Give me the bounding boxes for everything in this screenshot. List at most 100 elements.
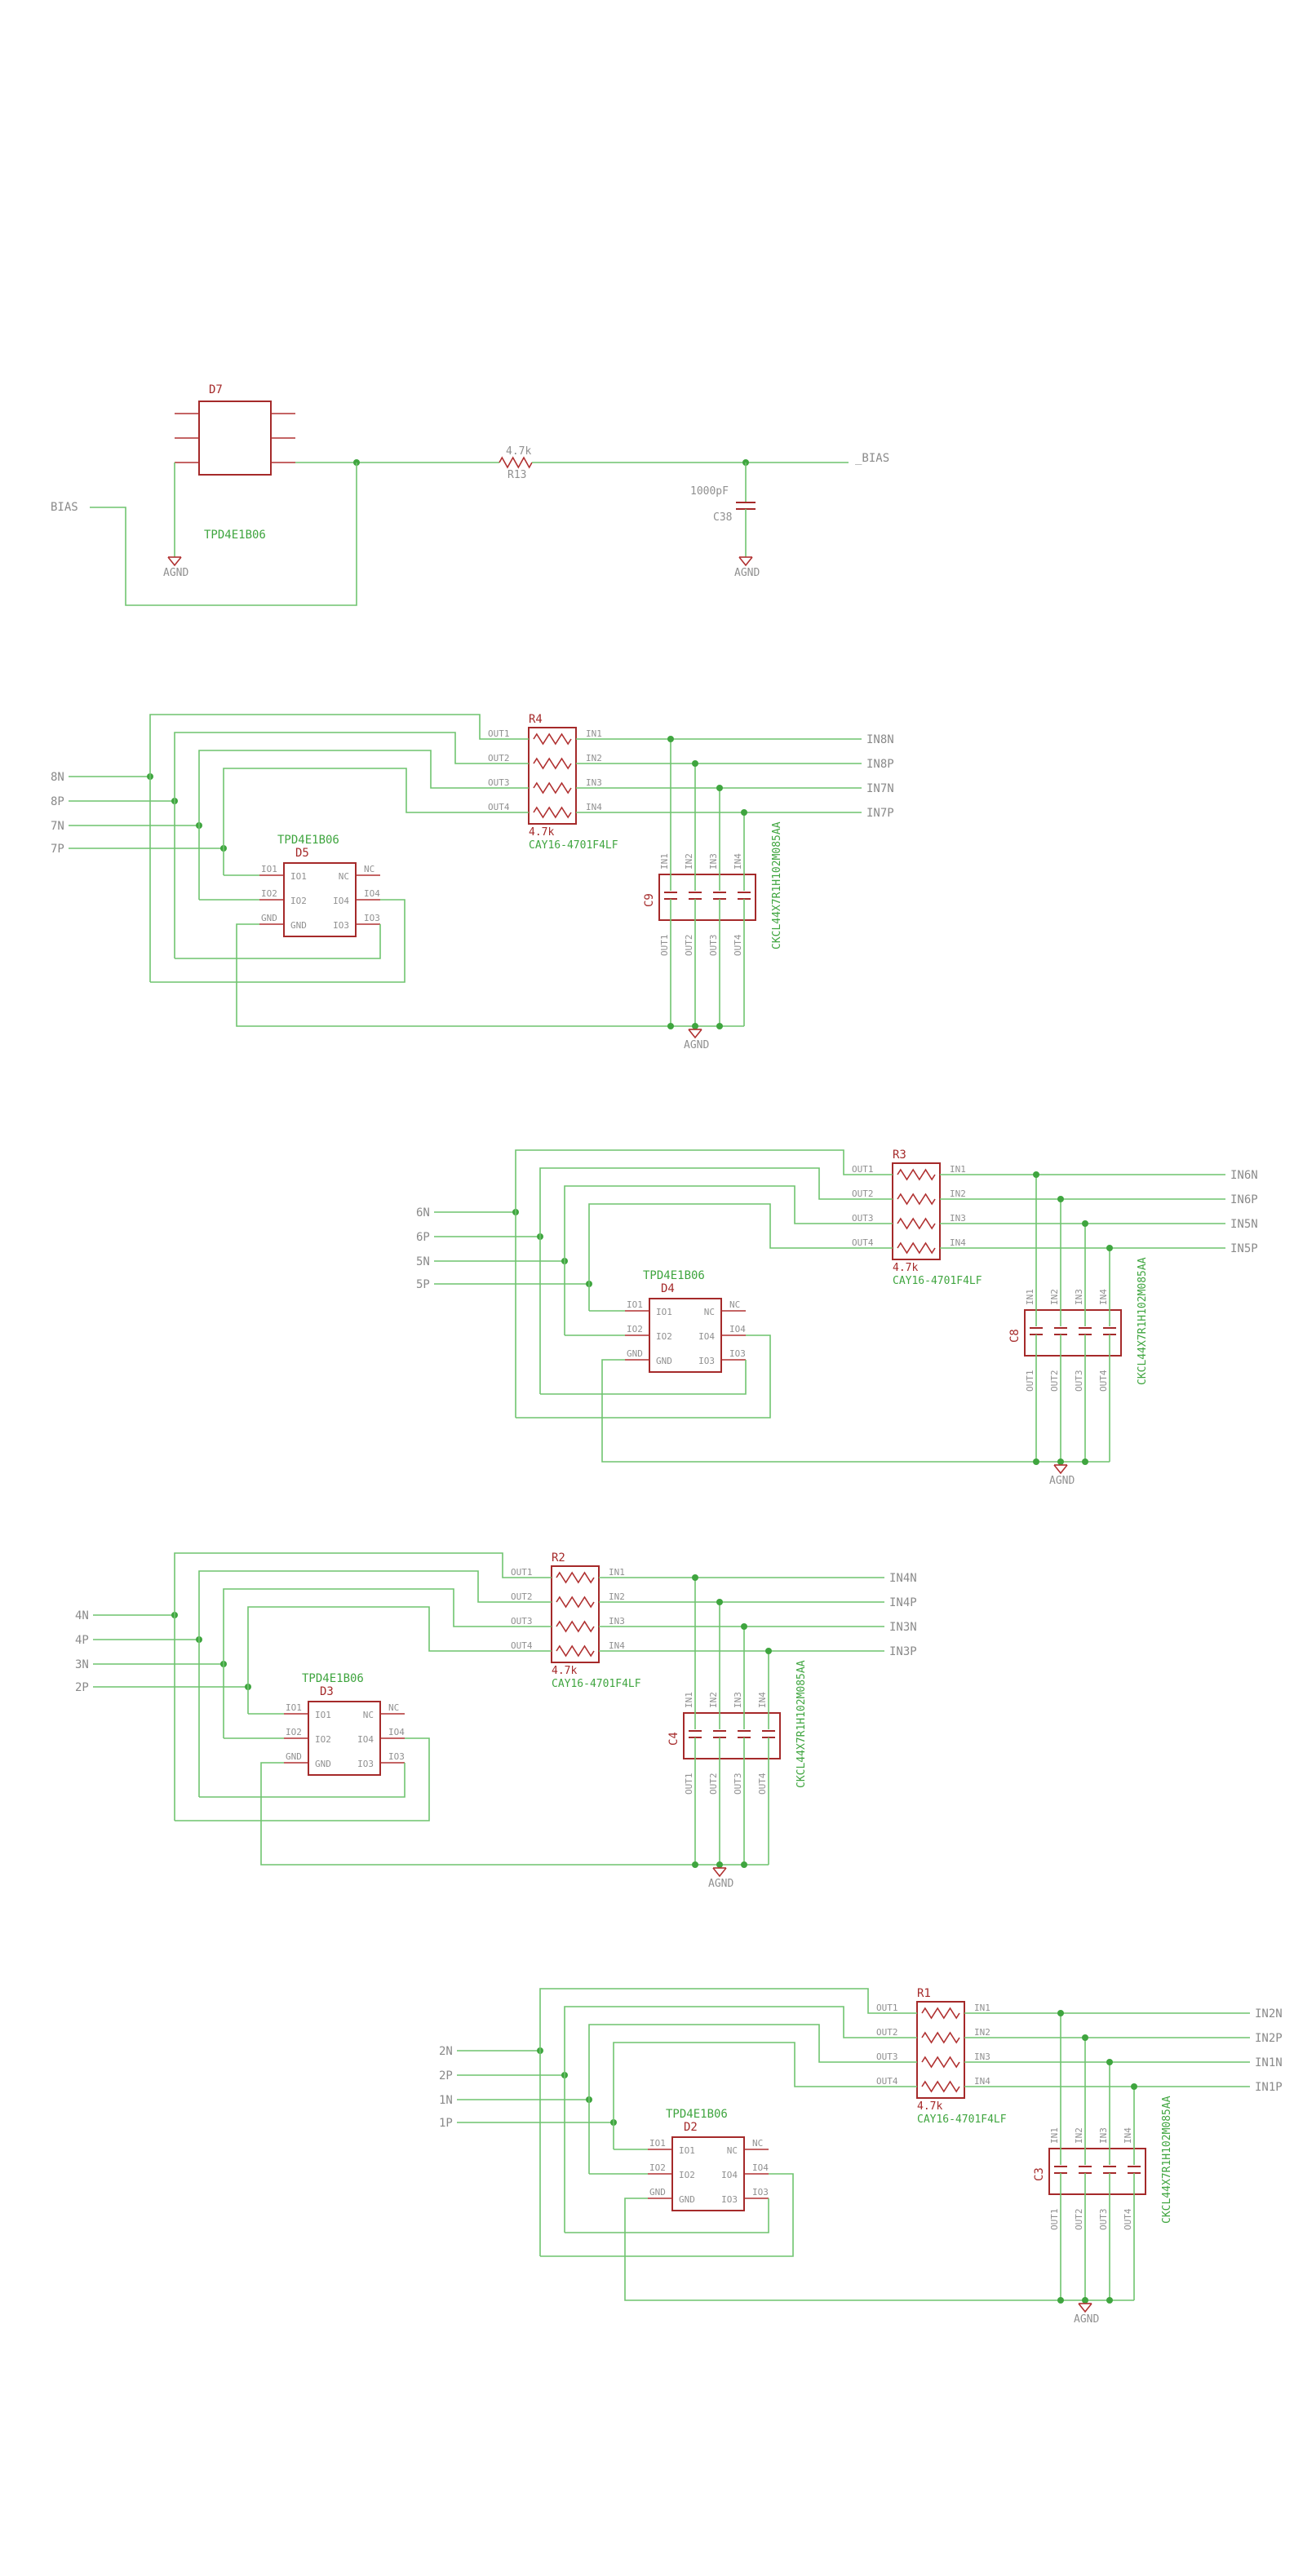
tvs-pin-name: NC (704, 1307, 715, 1317)
capacitor-pin-bottom: OUT4 (757, 1773, 768, 1795)
tvs-pin-ext-label: GND (649, 2187, 666, 2198)
junction-dot (1106, 2297, 1113, 2304)
junction-dot (692, 1574, 698, 1581)
capacitor-pin-bottom: OUT1 (659, 935, 670, 957)
junction-dot (716, 1023, 723, 1029)
resistor-array-body (892, 1162, 941, 1260)
junction-dot (1033, 1171, 1039, 1178)
route-wire (223, 768, 529, 848)
tvs-value: TPD4E1B06 (277, 834, 339, 847)
tvs-pin-name: IO2 (679, 2170, 695, 2180)
resistor-value: 4.7k (529, 826, 554, 839)
tvs-pin-name: IO1 (679, 2145, 695, 2156)
tvs-pin-name: IO2 (656, 1331, 672, 1342)
net-label-output: IN6N (1230, 1169, 1258, 1182)
resistor-ref: R3 (893, 1149, 906, 1162)
gnd-wire (624, 2198, 1134, 2301)
resistor-zigzag (921, 2031, 960, 2044)
capacitor-pin-bottom: OUT3 (1074, 1370, 1084, 1392)
junction-dot (1057, 1196, 1064, 1202)
net-label-input: 3N (75, 1658, 89, 1671)
resistor-pin-out: OUT2 (511, 1591, 533, 1602)
resistor-zigzag (897, 1168, 936, 1181)
capacitor-array-body (1024, 1309, 1122, 1357)
junction-dot (1057, 2010, 1064, 2016)
capacitor-pin-bottom: OUT1 (684, 1773, 694, 1795)
capacitor-pin-bottom: OUT2 (1074, 2209, 1084, 2231)
tvs-loop-wire (175, 1737, 430, 1821)
capacitor-pin-top: IN3 (1098, 2127, 1109, 2144)
resistor-value: 4.7k (917, 2100, 942, 2113)
tvs-ref: D2 (684, 2121, 698, 2134)
net-label-input: 1N (439, 2094, 453, 2107)
capacitor-pin-top: IN2 (708, 1692, 719, 1708)
route-wire (588, 1203, 893, 1284)
resistor-part-number: CAY16-4701F4LF (917, 2113, 1007, 2126)
junction-dot (716, 1599, 723, 1605)
tvs-ref: D4 (661, 1282, 675, 1295)
resistor-array-body (916, 2001, 965, 2099)
route-wire (149, 714, 529, 777)
resistor-pin-out: OUT1 (488, 728, 510, 739)
resistor-pin-out: OUT2 (852, 1188, 874, 1199)
resistor-zigzag (533, 781, 572, 794)
junction-dot (741, 1623, 747, 1630)
tvs-ref: D5 (295, 847, 309, 860)
resistor-pin-in: IN2 (950, 1188, 966, 1199)
resistor-pin-in: IN2 (586, 753, 602, 764)
tvs-pin-ext-label: IO3 (364, 913, 380, 923)
capacitor-pin-bottom: OUT1 (1049, 2209, 1060, 2231)
tvs-pin-ext-label: NC (388, 1702, 399, 1713)
net-label-input: 2P (439, 2069, 453, 2082)
net-label-bias-in: BIAS (51, 501, 78, 514)
resistor-pin-out: OUT4 (852, 1237, 874, 1248)
tvs-value: TPD4E1B06 (204, 529, 266, 542)
junction-dot (1082, 2034, 1088, 2041)
net-label-output: IN1P (1255, 2081, 1283, 2094)
resistor-pin-out: OUT1 (511, 1567, 533, 1578)
junction-dot (1106, 1245, 1113, 1251)
agnd-symbol: AGND (1049, 1464, 1075, 1487)
junction-dot (741, 1861, 747, 1868)
tvs-pin-name: IO1 (315, 1710, 331, 1720)
resistor-zigzag (533, 757, 572, 770)
resistor-pin-out: OUT4 (876, 2076, 898, 2087)
tvs-loop-wire (565, 2198, 769, 2233)
route-wire (539, 1167, 893, 1237)
capacitor-pin-top: IN3 (708, 853, 719, 870)
resistor-part-number: CAY16-4701F4LF (529, 839, 618, 852)
resistor-value: 4.7k (552, 1665, 577, 1677)
junction-dot (1082, 1220, 1088, 1227)
resistor-pin-in: IN4 (609, 1640, 625, 1651)
tvs-loop-wire (540, 1360, 747, 1395)
junction-dot (667, 736, 674, 742)
capacitor-pin-bottom: OUT4 (733, 934, 743, 956)
tvs-pin-ext-label: GND (286, 1751, 302, 1762)
net-label-input: 2N (439, 2045, 453, 2058)
net-label-output: IN8P (866, 758, 894, 771)
capacitor-pin-top: IN3 (1074, 1289, 1084, 1305)
route-wire (198, 1570, 552, 1640)
junction-dot (667, 1023, 674, 1029)
junction-dot (1057, 2297, 1064, 2304)
tvs-diode-array (175, 401, 295, 476)
tvs-pin-name: IO1 (290, 871, 307, 882)
route-wire (564, 1185, 893, 1261)
cap-ref: C38 (713, 511, 732, 524)
route-wire (174, 1552, 552, 1615)
junction-dot (1106, 2059, 1113, 2065)
tvs-pin-name: NC (339, 871, 349, 882)
net-label-input: 4N (75, 1609, 89, 1622)
gnd-triangle (712, 1867, 727, 1878)
net-label-output: IN4N (889, 1572, 917, 1585)
net-label-input: 6P (416, 1231, 430, 1244)
capacitor-pin-top: IN1 (659, 853, 670, 870)
resistor-zigzag (921, 2056, 960, 2069)
junction-dot (1082, 1458, 1088, 1465)
gnd-label: AGND (1074, 2313, 1099, 2326)
tvs-pin-name: IO4 (333, 896, 349, 906)
resistor-zigzag (897, 1193, 936, 1206)
